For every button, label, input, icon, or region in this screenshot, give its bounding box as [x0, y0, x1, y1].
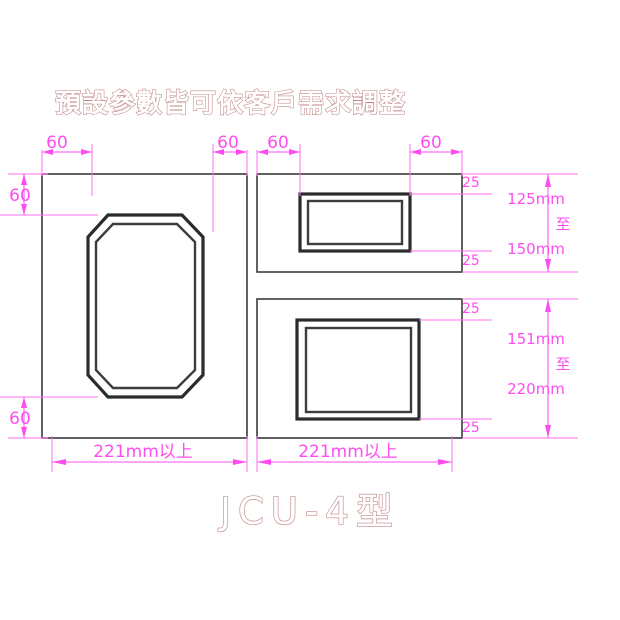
dim-left-60-a: 60 — [9, 186, 31, 206]
upper-right-panel-outline — [256, 173, 463, 273]
upper-right-inlay-inner — [306, 199, 404, 246]
left-panel-octagon-outer — [86, 213, 205, 399]
arrow-bot-left-a — [52, 459, 66, 465]
arrow-top-b-right — [236, 149, 247, 155]
arrow-right-upper-bot — [545, 259, 551, 272]
model-label: JCU-4型 — [218, 490, 400, 533]
arrow-right-upper-top — [545, 174, 551, 187]
arrow-bot-left-b — [233, 459, 247, 465]
arrow-top-b-left — [213, 149, 224, 155]
dim-upper-height-line3: 150mm — [507, 240, 565, 258]
arrow-left-a-bot — [21, 204, 27, 215]
arrow-top-c-right — [289, 149, 300, 155]
dim-upper-height-line1: 125mm — [507, 190, 565, 208]
dim-upper-height-line2: 至 — [555, 215, 570, 233]
dim-lower-height-line3: 220mm — [507, 380, 565, 398]
arrow-left-b-bot — [21, 427, 27, 438]
arrow-top-d-right — [451, 149, 462, 155]
headline-note: 預設參數皆可依客戶需求調整 — [55, 88, 406, 119]
left-panel-octagon-inner — [94, 222, 197, 390]
lower-right-panel-outline — [256, 298, 463, 439]
dim-25-lr-top: 25 — [462, 301, 480, 317]
dim-25-lr-bot: 25 — [462, 420, 480, 436]
arrow-right-lower-bot — [545, 425, 551, 438]
dim-left-60-b: 60 — [9, 409, 31, 429]
dim-bottom-left-width: 221mm以上 — [93, 442, 193, 462]
lower-right-inlay-outer — [295, 318, 421, 421]
dim-top-60-c: 60 — [267, 133, 289, 153]
dim-top-60-b: 60 — [217, 133, 239, 153]
arrow-right-lower-top — [545, 299, 551, 312]
arrow-bot-right-a — [257, 459, 271, 465]
dim-bottom-right-width: 221mm以上 — [298, 442, 398, 462]
dim-top-60-a: 60 — [46, 133, 68, 153]
arrow-bot-right-b — [438, 459, 452, 465]
dim-top-60-d: 60 — [420, 133, 442, 153]
dim-25-ur-top: 25 — [462, 175, 480, 191]
arrow-left-b-top — [21, 397, 27, 408]
arrow-top-c-left — [257, 149, 268, 155]
dim-lower-height-line1: 151mm — [507, 330, 565, 348]
arrow-top-d-left — [410, 149, 421, 155]
dim-lower-height-line2: 至 — [555, 355, 570, 373]
lower-right-inlay-inner — [304, 326, 413, 414]
arrow-top-a-left — [42, 149, 53, 155]
dim-25-ur-bot: 25 — [462, 253, 480, 269]
arrow-left-a-top — [21, 174, 27, 185]
upper-right-inlay-outer — [298, 192, 412, 253]
arrow-top-a-right — [81, 149, 92, 155]
